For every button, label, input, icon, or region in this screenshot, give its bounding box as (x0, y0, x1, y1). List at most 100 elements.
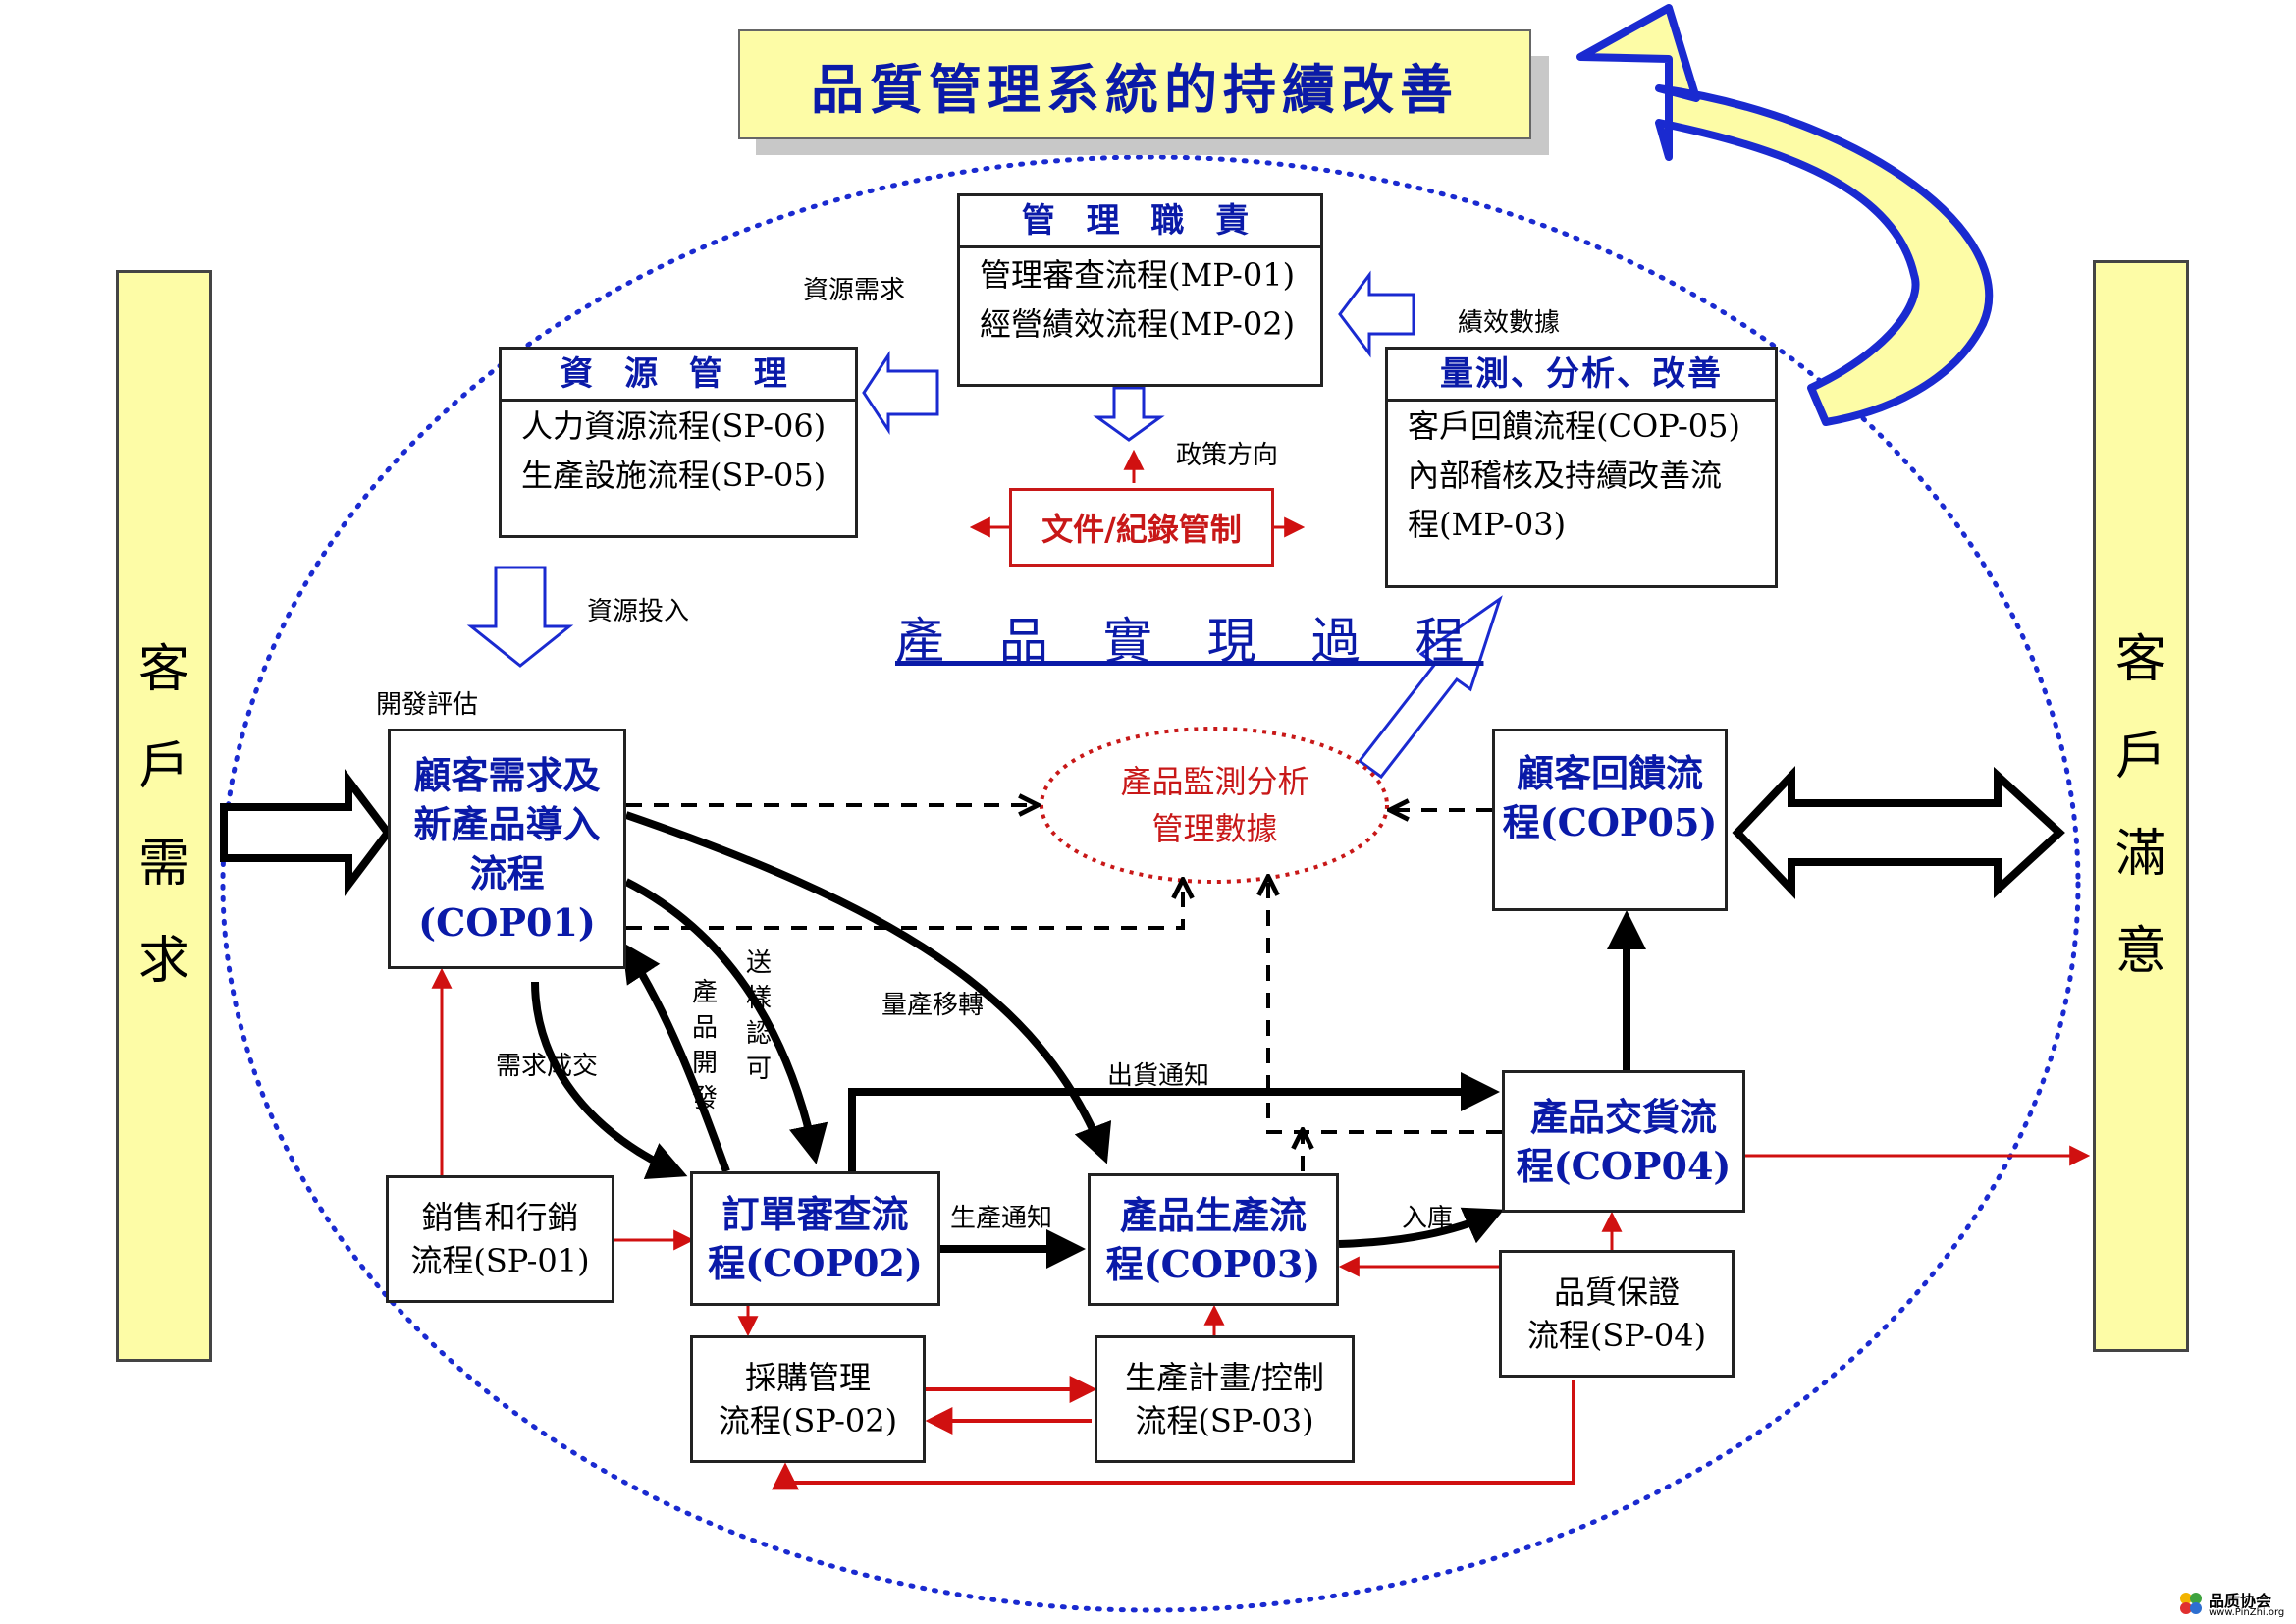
cop03-box: 產品生產流 程(COP03) (1088, 1173, 1339, 1306)
monitor-line-1: 產品監測分析 (1120, 763, 1309, 800)
cop04-box: 產品交貨流 程(COP04) (1502, 1070, 1745, 1213)
sp04-line-2: 流程(SP-04) (1526, 1317, 1707, 1354)
doc-control-box: 文件/紀錄管制 (1009, 488, 1274, 567)
left-char-2: 戶 (137, 737, 189, 797)
management-line-2: 經營績效流程(MP-02) (980, 305, 1296, 343)
sp04-to-sp02-red (772, 1380, 1575, 1490)
right-char-2: 戶 (2114, 728, 2166, 787)
resource-input-arrow (466, 566, 574, 668)
right-char-1: 客 (2114, 630, 2166, 690)
performance-data-arrow (1338, 270, 1415, 358)
shipping-notice-arrow (848, 1072, 1500, 1171)
customer-demand-panel: 客 戶 需 求 (116, 270, 212, 1362)
demand-deal-arrow (531, 981, 688, 1179)
sp03-line-2: 流程(SP-03) (1135, 1402, 1314, 1439)
sp03-box: 生產計畫/控制 流程(SP-03) (1095, 1335, 1355, 1463)
right-char-3: 滿 (2114, 825, 2166, 884)
management-heading: 管 理 職 責 (960, 196, 1320, 248)
sp02-line-1: 採購管理 (744, 1359, 871, 1396)
right-char-4: 意 (2114, 921, 2166, 981)
cop01-box: 顧客需求及 新產品導入 流程 (COP01) (388, 729, 626, 969)
cop04-line-1: 產品交貨流 (1529, 1094, 1717, 1139)
cop05-box: 顧客回饋流 程(COP05) (1492, 729, 1728, 911)
watermark-logo: 品质协会 www.PinZhi.org (2177, 1588, 2290, 1621)
cop01-line-3: 流程 (469, 850, 545, 895)
monitor-ellipse (1040, 727, 1389, 884)
sp03-line-1: 生產計畫/控制 (1125, 1359, 1324, 1396)
resource-demand-arrow (862, 350, 939, 436)
label-shipping-notice: 出貨通知 (1107, 1061, 1210, 1091)
product-dev-char: 產 (691, 978, 718, 1007)
customer-demand-in-arrow (220, 769, 394, 896)
cop05-line-2: 程(COP05) (1502, 800, 1718, 844)
sample-approval-char: 可 (745, 1055, 772, 1084)
monitor-text: 產品監測分析 管理數據 (1080, 758, 1350, 852)
logo-name: 品质协会 (2209, 1592, 2272, 1610)
label-demand-deal: 需求成交 (496, 1052, 599, 1081)
resource-box: 資 源 管 理 人力資源流程(SP-06) 生產設施流程(SP-05) (499, 347, 858, 538)
left-char-1: 客 (137, 640, 189, 700)
product-dev-char: 發 (691, 1084, 718, 1113)
customer-satisfaction-double-arrow (1732, 765, 2065, 900)
product-dev-char: 品 (691, 1013, 718, 1043)
sp01-box: 銷售和行銷 流程(SP-01) (386, 1175, 614, 1303)
left-char-4: 求 (137, 931, 189, 991)
system-boundary-ellipse (220, 154, 2081, 1613)
resource-line-2: 生產設施流程(SP-05) (521, 457, 827, 494)
sp01-line-2: 流程(SP-01) (410, 1242, 590, 1279)
label-dev-evaluation: 開發評估 (376, 690, 479, 720)
label-mass-transfer: 量產移轉 (881, 991, 985, 1020)
label-product-dev: 產 品 開 發 (690, 975, 720, 1116)
left-char-3: 需 (137, 835, 189, 893)
realization-title: 產 品 實 現 過 程 (895, 613, 1484, 670)
sp02-line-2: 流程(SP-02) (718, 1402, 898, 1439)
measure-heading: 量測、分析、改善 (1388, 350, 1775, 402)
sp02-box: 採購管理 流程(SP-02) (690, 1335, 926, 1463)
cop02-box: 訂單審查流 程(COP02) (690, 1171, 940, 1306)
cop02-line-1: 訂單審查流 (721, 1191, 909, 1236)
cop03-line-2: 程(COP03) (1105, 1241, 1321, 1286)
cop04-line-2: 程(COP04) (1516, 1143, 1732, 1188)
sample-approval-arrow (624, 878, 828, 1164)
cop01-line-1: 顧客需求及 (413, 752, 601, 797)
cop03-line-1: 產品生產流 (1119, 1192, 1307, 1237)
logo-flower-icon (2180, 1593, 2202, 1614)
label-production-notice: 生產通知 (950, 1204, 1053, 1233)
label-sample-approval: 送 樣 認 可 (744, 946, 774, 1087)
sample-approval-char: 認 (745, 1019, 772, 1049)
continuous-improvement-arrow (1576, 4, 1993, 426)
monitor-line-2: 管理數據 (1151, 810, 1278, 847)
cop01-lower-to-monitor-dashed (626, 882, 1183, 930)
page-title: 品質管理系統的持續改善 (738, 29, 1531, 139)
sample-approval-char: 樣 (745, 984, 772, 1013)
measure-line-3: 程(MP-03) (1408, 506, 1567, 543)
warehousing-arrow (1338, 1207, 1505, 1248)
cop01-line-2: 新產品導入 (413, 801, 601, 846)
label-policy-direction: 政策方向 (1176, 441, 1279, 470)
customer-satisfaction-panel: 客 戶 滿 意 (2093, 260, 2189, 1352)
resource-heading: 資 源 管 理 (502, 350, 855, 402)
measure-line-1: 客戶回饋流程(COP-05) (1408, 407, 1741, 445)
sample-approval-char: 送 (745, 948, 772, 978)
sp04-box: 品質保證 流程(SP-04) (1499, 1250, 1735, 1378)
measure-box: 量測、分析、改善 客戶回饋流程(COP-05) 內部稽核及持續改善流 程(MP-… (1385, 347, 1778, 588)
product-dev-arrow (621, 942, 730, 1173)
measure-line-2: 內部稽核及持續改善流 (1408, 457, 1723, 494)
management-box: 管 理 職 責 管理審查流程(MP-01) 經營績效流程(MP-02) (957, 193, 1323, 387)
cop02-line-2: 程(COP02) (708, 1240, 923, 1285)
to-measure-arrow (1357, 595, 1503, 780)
logo-url: www.PinZhi.org (2209, 1607, 2285, 1618)
label-resource-input: 資源投入 (587, 597, 690, 626)
policy-down-arrow (1093, 386, 1165, 442)
resource-line-1: 人力資源流程(SP-06) (521, 407, 827, 445)
cop01-line-4: (COP01) (418, 899, 596, 945)
label-resource-demand: 資源需求 (803, 276, 906, 305)
cop04-to-monitor-dashed (1268, 879, 1502, 1134)
sp01-line-1: 銷售和行銷 (421, 1199, 579, 1236)
cop05-line-1: 顧客回饋流 (1516, 751, 1703, 795)
sp04-line-1: 品質保證 (1553, 1273, 1680, 1311)
product-dev-char: 開 (691, 1049, 718, 1078)
label-warehousing: 入庫 (1402, 1204, 1454, 1233)
management-line-1: 管理審查流程(MP-01) (980, 256, 1296, 294)
